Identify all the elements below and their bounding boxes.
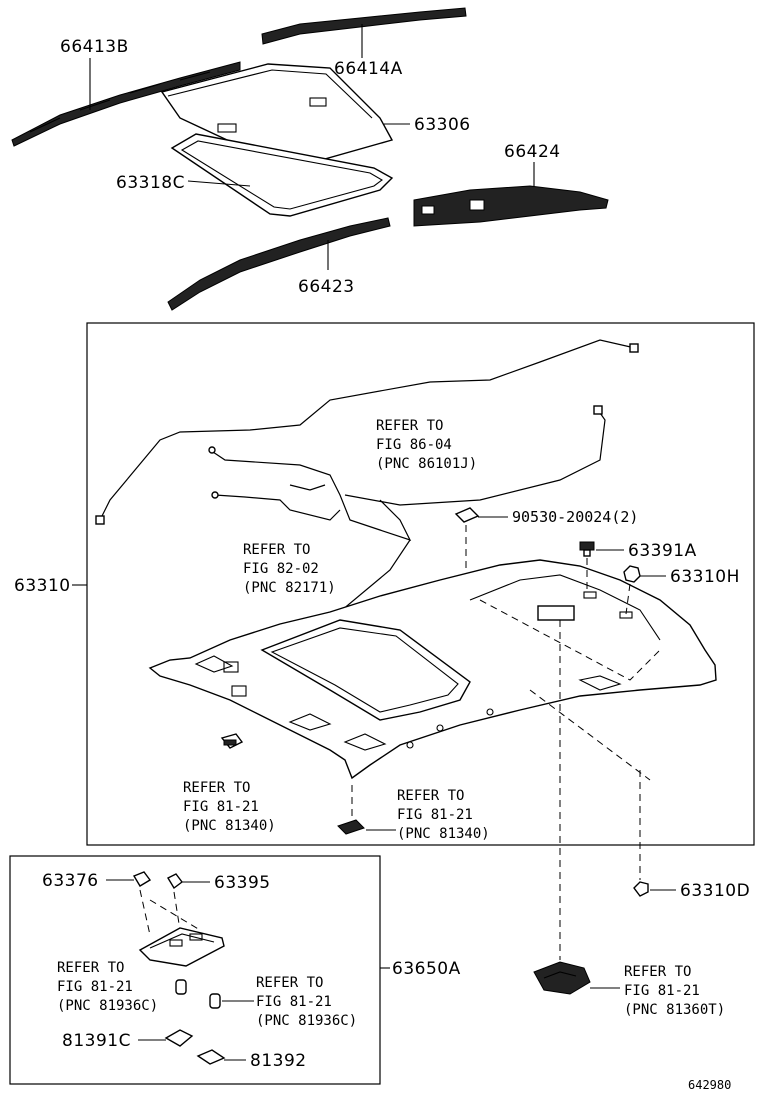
ref4-line3: (PNC 81340) [397, 826, 490, 842]
clip-63310D [633, 881, 649, 897]
ref7-line2: FIG 81-21 [624, 983, 700, 999]
ref5-line3: (PNC 81936C) [57, 998, 158, 1014]
silencer-pad-66424 [413, 185, 609, 227]
sunroof-frame-63318C [170, 133, 394, 217]
map-lamp-assembly-frame [9, 855, 381, 1085]
ref1-line3: (PNC 86101J) [376, 456, 477, 472]
label-66414A: 66414A [334, 59, 403, 79]
ref3-line3: (PNC 81340) [183, 818, 276, 834]
label-63391A: 63391A [628, 541, 697, 561]
silencer-pad-66413B [11, 61, 241, 147]
bulb-81936C-left [175, 979, 187, 995]
screw-63395 [167, 873, 183, 890]
figure-id: 642980 [688, 1078, 731, 1092]
ref2-line1: REFER TO [243, 542, 310, 558]
label-63306: 63306 [414, 115, 471, 135]
ref4-line1: REFER TO [397, 788, 464, 804]
clip-90530-20024 [454, 507, 480, 523]
ref1-line2: FIG 86-04 [376, 437, 452, 453]
dash-rear-lines [479, 599, 661, 960]
lamp-left-81340 [220, 733, 244, 749]
dash-screws [139, 889, 201, 936]
headliner-assembly-frame [86, 322, 755, 846]
label-66413B: 66413B [60, 37, 129, 57]
label-63310D: 63310D [680, 881, 750, 901]
clip-63310H [623, 565, 641, 583]
label-63395: 63395 [214, 873, 271, 893]
ref3-line2: FIG 81-21 [183, 799, 259, 815]
label-81392: 81392 [250, 1051, 307, 1071]
bracket-81391C [164, 1029, 194, 1047]
clip-63391A [579, 541, 595, 557]
label-63310H: 63310H [670, 567, 740, 587]
lens-81392 [196, 1049, 226, 1065]
screw-63376 [132, 871, 152, 887]
ref5-line2: FIG 81-21 [57, 979, 133, 995]
label-63376: 63376 [42, 871, 99, 891]
ref2-line3: (PNC 82171) [243, 580, 336, 596]
label-63318C: 63318C [116, 173, 185, 193]
label-63310: 63310 [14, 576, 71, 596]
label-66423: 66423 [298, 277, 355, 297]
ref3-line1: REFER TO [183, 780, 250, 796]
label-81391C: 81391C [62, 1031, 131, 1051]
sunshade-63306 [160, 63, 394, 167]
label-90530: 90530-20024(2) [512, 508, 638, 526]
label-63650A: 63650A [392, 959, 461, 979]
leader-63318C [187, 180, 251, 187]
ref4-line2: FIG 81-21 [397, 807, 473, 823]
dash-63310H [625, 583, 631, 615]
lamp-lower-81340 [337, 819, 365, 835]
map-lamp-housing [138, 927, 225, 967]
silencer-pad-66414A [261, 7, 467, 45]
label-66424: 66424 [504, 142, 561, 162]
ref1-line1: REFER TO [376, 418, 443, 434]
ref7-line1: REFER TO [624, 964, 691, 980]
ref5-line1: REFER TO [57, 960, 124, 976]
ref6-line3: (PNC 81936C) [256, 1013, 357, 1029]
roof-headlining-63310 [148, 559, 717, 780]
ref6-line1: REFER TO [256, 975, 323, 991]
ref2-line2: FIG 82-02 [243, 561, 319, 577]
silencer-pad-66423 [167, 217, 391, 311]
ref6-line2: FIG 81-21 [256, 994, 332, 1010]
ref7-line3: (PNC 81360T) [624, 1002, 725, 1018]
lamp-rear-81360T [533, 961, 591, 995]
bulb-81936C-right [209, 993, 221, 1009]
